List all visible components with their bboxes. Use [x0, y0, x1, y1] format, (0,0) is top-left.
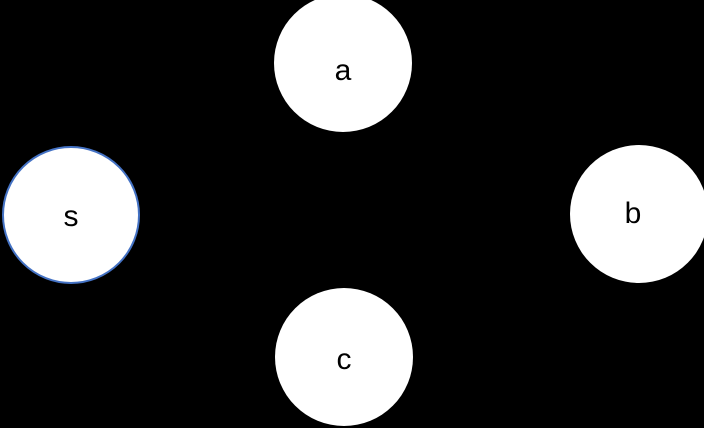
node-a[interactable]: a	[274, 0, 412, 132]
node-label-a: a	[334, 54, 352, 87]
node-label-b: b	[624, 197, 642, 230]
node-c[interactable]: c	[275, 288, 413, 426]
node-label-c: c	[336, 343, 352, 376]
node-b[interactable]: b	[570, 145, 704, 283]
node-label-s: s	[63, 200, 79, 233]
node-s[interactable]: s	[2, 146, 140, 284]
